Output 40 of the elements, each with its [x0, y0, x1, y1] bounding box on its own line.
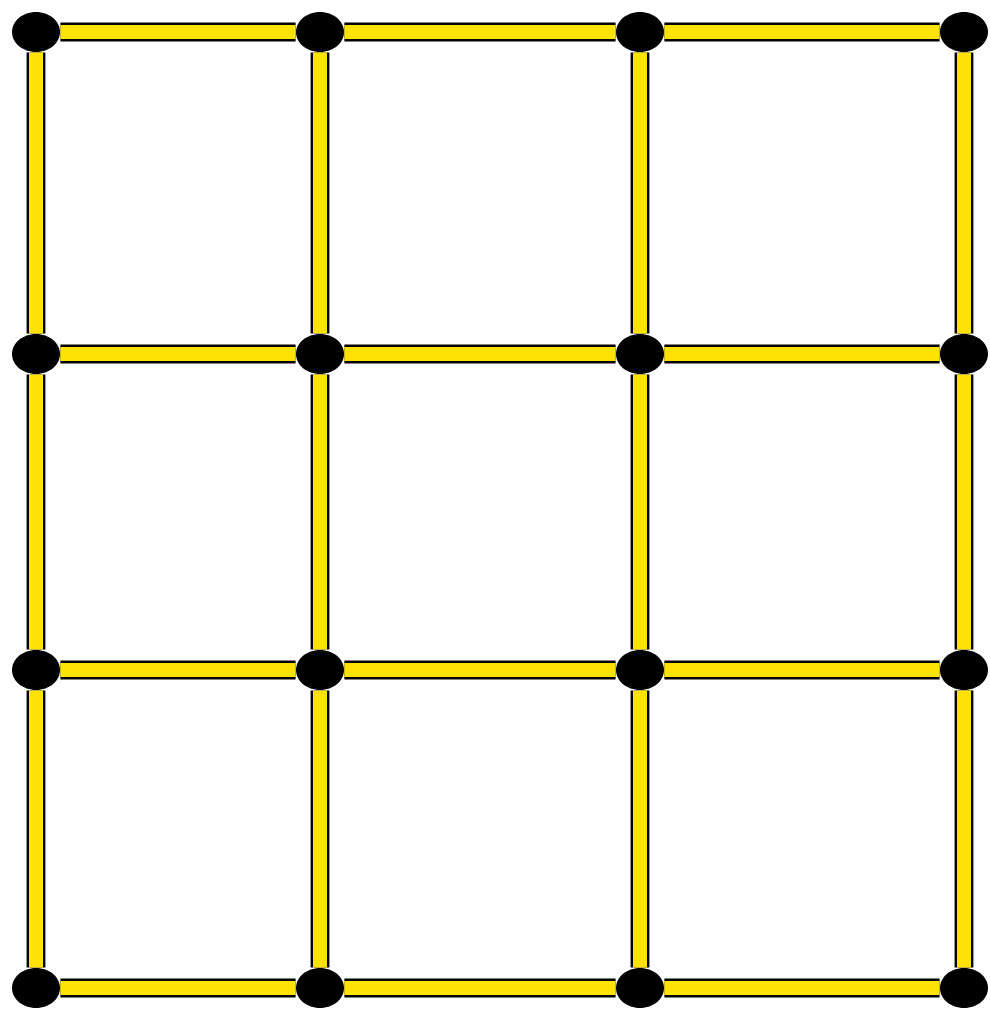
matchstick	[60, 344, 296, 364]
matchstick	[664, 660, 940, 680]
matchstick	[344, 978, 616, 998]
match-head	[940, 12, 988, 52]
matchstick	[630, 690, 650, 968]
match-head	[12, 968, 60, 1008]
matchstick	[26, 374, 46, 650]
match-head	[940, 334, 988, 374]
match-head	[940, 968, 988, 1008]
matchstick	[954, 690, 974, 968]
matchstick	[344, 22, 616, 42]
match-head	[12, 650, 60, 690]
matchstick	[310, 52, 330, 334]
matchstick	[344, 344, 616, 364]
match-head	[296, 650, 344, 690]
matchstick	[60, 978, 296, 998]
match-head	[940, 650, 988, 690]
match-head	[296, 968, 344, 1008]
matchstick	[344, 660, 616, 680]
match-head	[616, 968, 664, 1008]
match-head	[296, 334, 344, 374]
matchstick	[310, 690, 330, 968]
matchstick	[310, 374, 330, 650]
matchstick	[664, 344, 940, 364]
matchstick	[664, 22, 940, 42]
match-head	[616, 334, 664, 374]
matchstick	[26, 52, 46, 334]
matchstick	[630, 374, 650, 650]
matchstick	[60, 22, 296, 42]
matchstick	[954, 374, 974, 650]
match-head	[12, 334, 60, 374]
matchstick	[954, 52, 974, 334]
match-head	[616, 650, 664, 690]
matchstick	[26, 690, 46, 968]
matchstick	[630, 52, 650, 334]
matchstick	[60, 660, 296, 680]
match-head	[296, 12, 344, 52]
match-head	[12, 12, 60, 52]
matchstick	[664, 978, 940, 998]
match-head	[616, 12, 664, 52]
